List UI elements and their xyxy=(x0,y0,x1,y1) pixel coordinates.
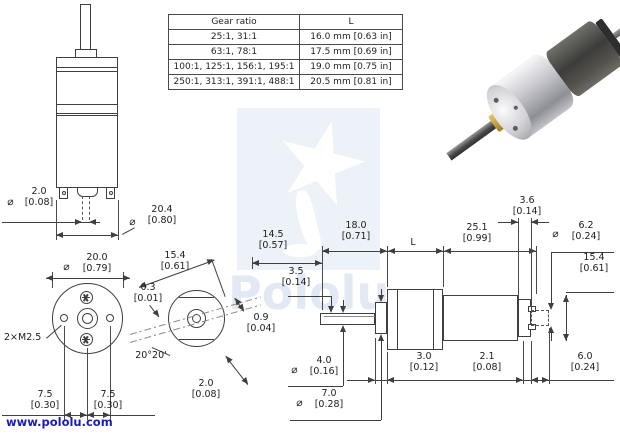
dim-shaft-flat-length: 14.5[0.57] xyxy=(258,229,288,252)
dim-rear-boss-dia: 6.2[0.24] xyxy=(571,220,601,243)
pololu-website-link[interactable]: www.pololu.com xyxy=(6,415,113,429)
table-header-l: L xyxy=(299,14,403,30)
face-shaft-circle xyxy=(82,313,93,324)
dim-hole-left: 7.5[0.30] xyxy=(30,389,60,412)
dim-rear-shaft-dia-symbol: ⌀ xyxy=(7,196,14,208)
output-shaft xyxy=(80,4,91,50)
dim-cap-length: 3.6[0.14] xyxy=(512,195,542,218)
side-rear-shaft-stub xyxy=(531,310,549,326)
dim-gearbox-length: L xyxy=(410,237,416,248)
dim-shaft-step: 3.5[0.14] xyxy=(281,266,311,289)
rear-bushing xyxy=(77,187,98,197)
face-screw-top xyxy=(80,291,93,304)
face-bushing-circle xyxy=(77,308,98,329)
motor-render xyxy=(428,1,620,185)
dim-rear-shaft-dia: 2.0[0.08] xyxy=(24,186,54,209)
dim-flat-depth: 0.3[0.01] xyxy=(133,282,163,305)
photo-gearbox-face xyxy=(478,77,541,148)
dim-face-dia-symbol: ⌀ xyxy=(63,261,70,273)
dim-hole-right: 7.5[0.30] xyxy=(93,389,123,412)
dim-bushing-length: 3.0[0.12] xyxy=(409,351,439,374)
side-terminal-top xyxy=(528,306,536,312)
dim-shaft-dia-symbol: ⌀ xyxy=(291,364,298,376)
mount-hole-right xyxy=(106,314,114,322)
side-gearbox xyxy=(387,289,443,350)
dim-bushing-dia: 7.0[0.28] xyxy=(314,388,344,411)
section-circle xyxy=(168,290,225,347)
side-bushing xyxy=(375,302,387,334)
dim-mount-holes: 2×M2.5 xyxy=(4,332,42,343)
dim-flat-offset: 0.9[0.04] xyxy=(246,312,276,335)
watermark-text: Pololu xyxy=(228,266,390,320)
side-end-cap xyxy=(518,299,531,337)
motor-body xyxy=(56,115,118,188)
dim-flat-thickness: 2.0[0.08] xyxy=(191,378,221,401)
dim-motor-dia: 15.4[0.61] xyxy=(579,252,609,275)
terminal-right xyxy=(106,187,115,199)
dim-flats-width: 15.4[0.61] xyxy=(160,250,190,273)
dim-body-dia: 20.4[0.80] xyxy=(147,204,177,227)
side-shaft xyxy=(320,313,375,325)
terminal-left xyxy=(59,187,68,199)
table-header-gear-ratio: Gear ratio xyxy=(168,14,300,30)
gearbox-body xyxy=(56,57,118,116)
dim-rear-boss-dia-symbol: ⌀ xyxy=(552,228,559,240)
pololu-star-icon xyxy=(268,111,375,218)
face-screw-bottom xyxy=(80,333,93,346)
dim-bushing-dia-symbol: ⌀ xyxy=(296,397,303,409)
mount-hole-left xyxy=(60,314,68,322)
dim-body-dia-symbol: ⌀ xyxy=(129,216,136,228)
pololu-star-base xyxy=(283,244,317,257)
dim-shaft-dia: 4.0[0.16] xyxy=(309,355,339,378)
dim-rear-gap: 2.1[0.08] xyxy=(472,351,502,374)
side-motor-can xyxy=(443,295,518,341)
product-photo xyxy=(424,10,620,168)
side-terminal-bottom xyxy=(528,324,536,330)
dim-flat-angle: 20°20' xyxy=(135,350,167,361)
pololu-watermark xyxy=(237,108,380,270)
dim-rear-shaft-length: 6.0[0.24] xyxy=(570,351,600,374)
dim-motor-length: 25.1[0.99] xyxy=(462,222,492,245)
dim-face-dia: 20.0[0.79] xyxy=(82,252,112,275)
photo-shaft xyxy=(445,120,496,161)
dim-shaft-length: 18.0[0.71] xyxy=(341,220,371,243)
